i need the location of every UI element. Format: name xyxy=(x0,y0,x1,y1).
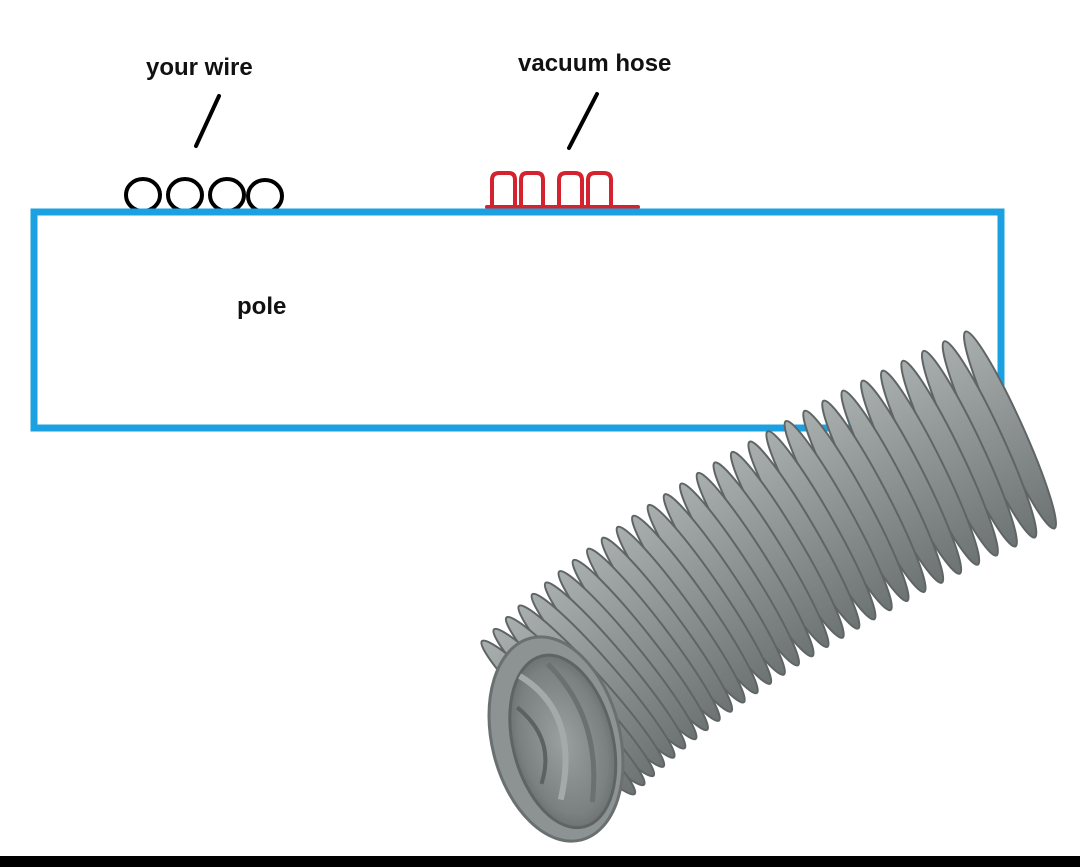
pole-label: pole xyxy=(237,293,287,320)
wire-label: your wire xyxy=(146,54,253,81)
hose-mouth xyxy=(487,635,625,843)
hose-pointer-line xyxy=(567,92,599,150)
hose-rib xyxy=(519,171,545,209)
hose-rib xyxy=(490,171,517,209)
hose-rib xyxy=(586,171,613,209)
hose-profile-icon xyxy=(485,171,640,209)
pole-rectangle xyxy=(30,208,1005,432)
bottom-bar xyxy=(0,856,1080,867)
hose-rib xyxy=(557,171,584,209)
wire-pointer-line xyxy=(194,94,221,148)
hose-label: vacuum hose xyxy=(518,50,672,77)
